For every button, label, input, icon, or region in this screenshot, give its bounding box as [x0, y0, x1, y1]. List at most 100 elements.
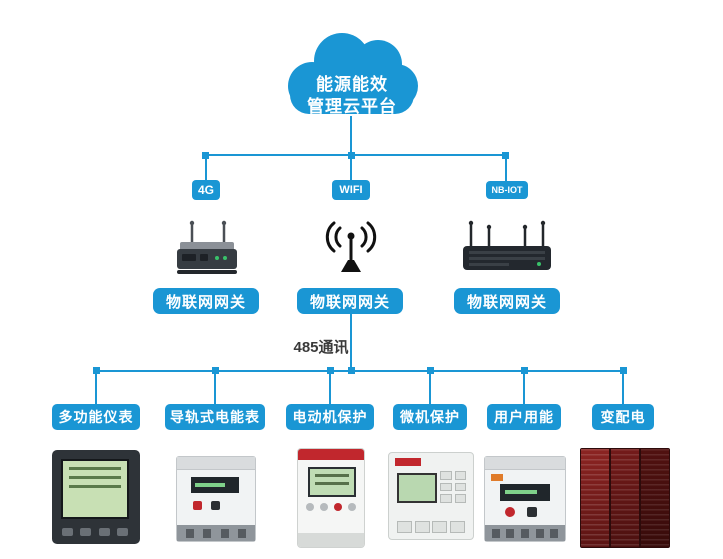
meter-terminals [177, 525, 255, 541]
connector-line [622, 371, 624, 404]
lcd-line [69, 467, 121, 470]
meter-red-button [334, 503, 342, 511]
bus-label-485: 485通讯 [293, 339, 349, 356]
connector-line [329, 371, 331, 404]
connector-line [429, 371, 431, 404]
meter-button [320, 503, 328, 511]
key [440, 494, 452, 503]
connector-line [205, 154, 207, 182]
cabinet-panel [611, 449, 639, 547]
meter-black-button [527, 507, 537, 517]
key [454, 482, 466, 492]
connector-line [350, 116, 352, 182]
link-badge-4g: 4G [192, 180, 220, 200]
label-sticker [491, 474, 503, 481]
gateway-label-left: 物联网网关 [153, 288, 259, 314]
junction-node [327, 367, 334, 374]
meter-lcd-screen [500, 484, 550, 501]
meter-button [306, 503, 314, 511]
wifi-antenna-icon [325, 221, 377, 272]
terminal-slot [491, 528, 500, 538]
key [432, 521, 448, 533]
key [397, 521, 412, 533]
junction-node [348, 152, 355, 159]
meter-button [80, 528, 92, 536]
brand-band [298, 449, 364, 460]
meter-top-cap [485, 457, 565, 470]
cloud-platform: 能源能效 管理云平台 [276, 28, 428, 124]
device-label-power-distribution: 变配电 [592, 404, 654, 430]
terminal-slot [220, 528, 229, 538]
meter-base [298, 533, 364, 547]
terminal-slot [186, 528, 195, 538]
multifunction-meter-image [52, 450, 140, 544]
lcd-line [315, 474, 349, 477]
terminal-slot [550, 528, 559, 538]
meter-red-button [193, 501, 202, 510]
device-label-multifunction-meter: 多功能仪表 [52, 404, 140, 430]
device-label-motor-protection: 电动机保护 [286, 404, 374, 430]
wifi-antenna-image [324, 218, 378, 280]
terminal-slot [520, 528, 529, 538]
junction-node [93, 367, 100, 374]
cloud-title-line2: 管理云平台 [307, 97, 397, 116]
meter-terminals [485, 525, 565, 541]
meter-button [62, 528, 73, 536]
meter-button [348, 503, 356, 511]
meter-button [98, 528, 110, 536]
cloud-icon [288, 33, 418, 114]
key [449, 521, 465, 533]
nbiot-router-graphic [463, 220, 551, 270]
link-badge-wifi: WIFI [332, 180, 370, 200]
meter-red-button [505, 507, 515, 517]
lcd-digits [505, 490, 537, 494]
gateway-label-middle: 物联网网关 [297, 288, 403, 314]
4g-router-image [172, 218, 242, 282]
junction-node [521, 367, 528, 374]
cabinet-panel [581, 449, 609, 547]
key [440, 471, 452, 480]
meter-lcd-screen [397, 473, 437, 503]
gateway-label-right: 物联网网关 [454, 288, 560, 314]
keypad-row [397, 521, 465, 533]
lcd-digits [195, 483, 225, 487]
connector-line [95, 371, 97, 404]
key [440, 482, 452, 492]
terminal-slot [237, 528, 246, 538]
meter-buttons [62, 527, 128, 537]
bus-line [95, 370, 626, 372]
key [414, 521, 430, 533]
meter-buttons [306, 503, 356, 511]
junction-node [348, 367, 355, 374]
connector-line [523, 371, 525, 404]
dinrail-meter-image [176, 456, 256, 542]
link-badge-nbiot: NB-IOT [486, 181, 528, 199]
terminal-slot [506, 528, 515, 538]
nbiot-router-image [461, 220, 553, 280]
key [454, 494, 466, 503]
junction-node [212, 367, 219, 374]
cloud-title-line1: 能源能效 [316, 75, 388, 94]
keypad [440, 471, 466, 503]
meter-lcd-screen [191, 477, 239, 493]
meter-lcd-screen [61, 459, 129, 519]
device-label-micro-protection: 微机保护 [393, 404, 467, 430]
junction-node [620, 367, 627, 374]
meter-lcd-screen [308, 467, 356, 497]
junction-node [202, 152, 209, 159]
connector-line [214, 371, 216, 404]
connector-line [505, 154, 507, 182]
brand-band [395, 458, 421, 466]
lcd-line [69, 485, 121, 488]
device-label-user-energy: 用户用能 [487, 404, 561, 430]
user-energy-meter-image [484, 456, 566, 542]
4g-router-graphic [177, 220, 237, 274]
junction-node [427, 367, 434, 374]
connector-line [350, 314, 352, 372]
connector-line [205, 154, 507, 156]
lcd-line [315, 482, 349, 485]
terminal-slot [535, 528, 544, 538]
micro-protection-image [388, 452, 474, 540]
meter-top-cap [177, 457, 255, 470]
